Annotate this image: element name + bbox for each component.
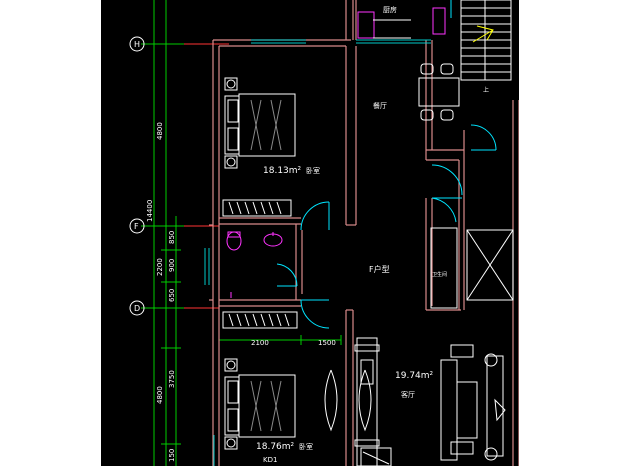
living-label: 客厅 [401,390,415,399]
foyer-label: F户型 [369,264,390,274]
dining-table-icon [418,63,460,121]
bed-icon [224,77,296,169]
wardrobe-icon [222,199,292,217]
bedroom1-area: 18.13m² [263,166,302,176]
sofa-icon [440,344,506,461]
basin-icon [230,232,283,298]
dim-4800-lower: 4800 [156,386,164,404]
kitchen-walls [373,19,411,39]
dining-label: 餐厅 [373,101,387,110]
walls [209,0,519,466]
axis-label-d: D [134,304,140,313]
dim-4800-upper: 4800 [156,122,164,140]
dim-14400: 14400 [146,200,154,222]
axis-bubble-f: F [129,218,145,234]
axis-label-h: H [134,40,140,49]
dim-1500: 1500 [318,339,336,347]
living-area: 19.74m² [395,371,434,381]
kitchen-fixtures [357,7,446,39]
axis-label-f: F [134,222,139,231]
dim-150: 150 [168,449,176,462]
bedroom1-label: 卧室 [306,166,320,175]
kitchen-label: 厨房 [383,5,397,14]
bed-icon-lower [224,358,296,450]
small-room-label: 卫生间 [432,271,447,278]
bedroom2-label: 卧室 [299,442,313,451]
toilet-icon [226,231,242,251]
lower-stair-strip [360,447,392,466]
axis-bubble-h: H [129,36,145,52]
stair-up-label: 上 [483,86,489,94]
dim-900: 900 [168,259,176,272]
wardrobe-icon-lower [222,311,298,329]
kd1-label: KD1 [263,456,277,464]
dim-850: 850 [168,231,176,244]
windows [204,39,431,466]
stair-icon [460,0,512,81]
bedroom2-area: 18.76m² [256,442,295,452]
door-swing-icon [276,0,497,329]
dim-2200: 2200 [156,258,164,276]
dim-650: 650 [168,289,176,302]
dim-3750: 3750 [168,370,176,388]
cad-drawing-area: 4800 14400 850 900 650 2200 3750 4800 15… [101,0,519,466]
dim-2100: 2100 [251,339,269,347]
axis-bubble-d: D [129,300,145,316]
tv-cabinet [324,337,380,466]
floor-plan-svg: 4800 14400 850 900 650 2200 3750 4800 15… [129,0,519,466]
elevator-shaft [430,227,514,309]
